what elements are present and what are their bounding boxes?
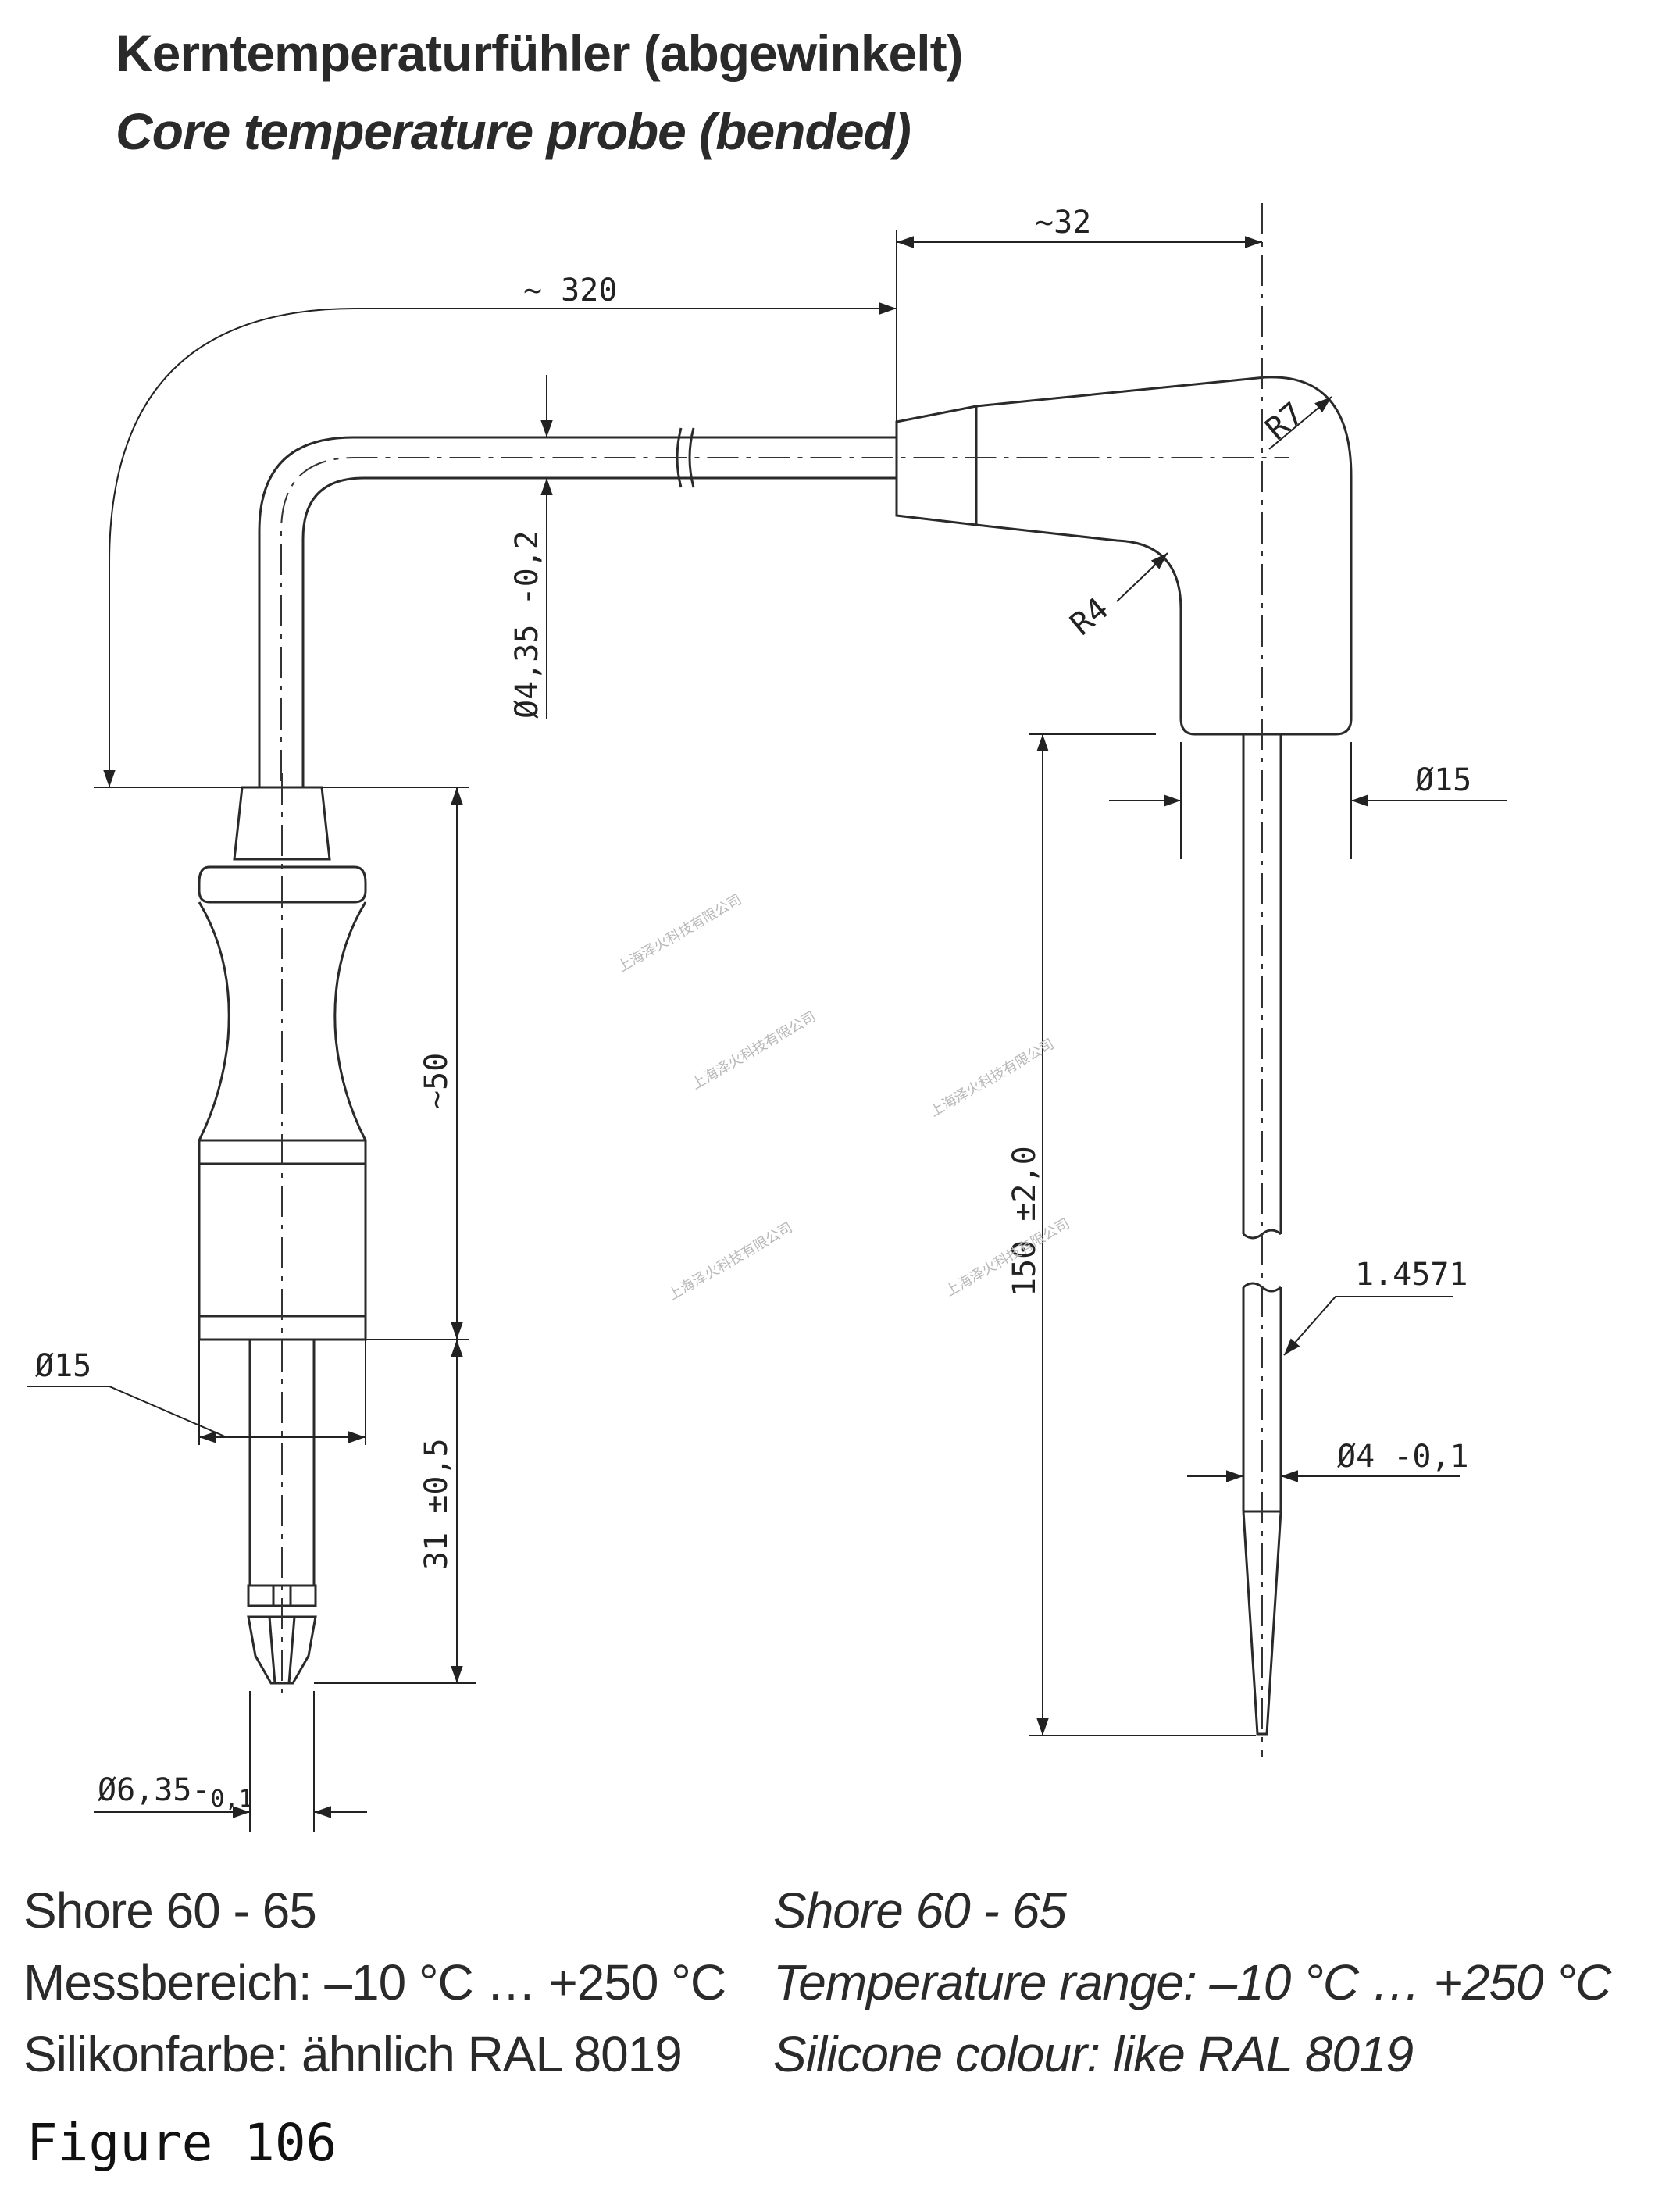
- specs-english: Shore 60 - 65 Temperature range: –10 °C …: [773, 1875, 1611, 2090]
- watermark-2: 上海泽火科技有限公司: [689, 1008, 819, 1093]
- label-cable-diameter: Ø4,35 -0,2: [509, 530, 545, 719]
- dimension-radius-large: [1268, 396, 1332, 450]
- watermark-1: 上海泽火科技有限公司: [615, 891, 744, 976]
- spec-de-range: Messbereich: –10 °C … +250 °C: [23, 1954, 726, 2010]
- dimension-handle-diameter-right: [1109, 742, 1507, 859]
- label-radius-large: R7: [1259, 395, 1311, 447]
- label-material: 1.4571: [1355, 1257, 1468, 1293]
- label-handle-diameter-left: Ø15: [35, 1348, 91, 1384]
- dimension-handle-diameter-left: [27, 1340, 366, 1445]
- left-handle: [198, 786, 367, 1341]
- label-plug-diameter-main: Ø6,35-: [98, 1772, 211, 1808]
- label-plug-diameter: Ø6,35-0,1: [98, 1772, 253, 1813]
- figure-caption: Figure 106: [27, 2113, 337, 2173]
- dimension-cable-length: [94, 302, 897, 788]
- title-german: Kerntemperaturfühler (abgewinkelt): [116, 24, 964, 82]
- dimension-material-leader: [1283, 1296, 1453, 1356]
- label-radius-small: R4: [1064, 590, 1115, 642]
- label-plug-length: 31 ±0,5: [419, 1438, 455, 1570]
- spec-en-colour: Silicone colour: like RAL 8019: [773, 2026, 1414, 2082]
- label-handle-diameter-right: Ø15: [1415, 762, 1471, 798]
- label-head-length: ~32: [1035, 205, 1091, 241]
- dimension-plug-length: [314, 1340, 476, 1684]
- label-probe-diameter: Ø4 -0,1: [1337, 1439, 1469, 1475]
- label-cable-length: ~ 320: [523, 273, 617, 309]
- label-plug-diameter-tolerance: 0,1: [211, 1786, 253, 1813]
- spec-de-colour: Silikonfarbe: ähnlich RAL 8019: [23, 2026, 683, 2082]
- spec-en-shore: Shore 60 - 65: [773, 1882, 1067, 1939]
- dimension-plug-diameter: [94, 1691, 367, 1832]
- label-handle-length: ~50: [419, 1053, 455, 1109]
- watermark-4: 上海泽火科技有限公司: [665, 1219, 795, 1304]
- dimension-probe-length: [1029, 733, 1256, 1736]
- plug: [247, 1340, 317, 1685]
- specs-german: Shore 60 - 65 Messbereich: –10 °C … +250…: [23, 1875, 726, 2090]
- spec-en-range: Temperature range: –10 °C … +250 °C: [773, 1954, 1611, 2010]
- label-probe-length: 150 ±2,0: [1007, 1146, 1043, 1297]
- watermark-3: 上海泽火科技有限公司: [927, 1036, 1057, 1120]
- dimension-head-length: [896, 230, 1262, 422]
- cable-outline: [258, 427, 897, 787]
- title-english: Core temperature probe (bended): [116, 102, 911, 160]
- dimension-radius-small: [1116, 552, 1168, 602]
- spec-de-shore: Shore 60 - 65: [23, 1882, 317, 1939]
